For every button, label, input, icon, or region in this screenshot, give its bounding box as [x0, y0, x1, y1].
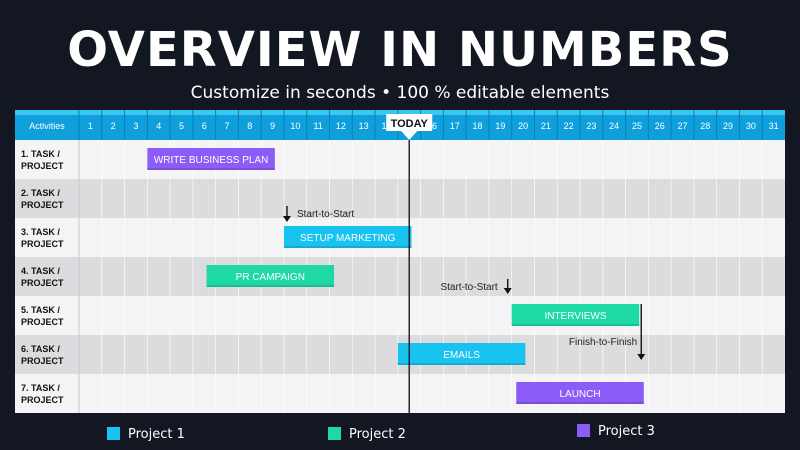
day-label-2: 2 [111, 121, 116, 131]
day-label-7: 7 [225, 121, 230, 131]
task-label: SETUP MARKETING [300, 233, 396, 244]
task-bar-shade [516, 402, 644, 404]
day-label-11: 11 [313, 121, 322, 131]
day-label-19: 19 [495, 121, 505, 131]
day-label-27: 27 [678, 121, 688, 131]
timeline-header-highlight [15, 110, 785, 115]
row-label-line1: 3. TASK / [21, 227, 60, 237]
row-label-line1: 2. TASK / [21, 188, 60, 198]
day-label-21: 21 [541, 121, 551, 131]
row-label-line1: 5. TASK / [21, 305, 60, 315]
row-label-line1: 7. TASK / [21, 383, 60, 393]
task-bar-shade [511, 324, 640, 326]
day-label-12: 12 [336, 121, 346, 131]
task-bar-shade [397, 363, 526, 365]
day-label-1: 1 [88, 121, 93, 131]
today-marker [386, 114, 433, 131]
day-label-18: 18 [473, 121, 483, 131]
legend-swatch-project-2 [328, 427, 341, 440]
task-label: PR CAMPAIGN [236, 272, 305, 283]
task-bar-shade [147, 168, 275, 170]
legend-label-project-2: Project 2 [349, 427, 406, 442]
row-label-line2: PROJECT [21, 317, 64, 327]
page-title: OVERVIEW IN NUMBERS [67, 22, 733, 78]
row-label-line1: 6. TASK / [21, 344, 60, 354]
legend-project-3: Project 3 [577, 424, 655, 439]
dependency-label-3: Finish-to-Finish [569, 337, 637, 348]
today-label: TODAY [391, 118, 429, 130]
day-label-13: 13 [359, 121, 369, 131]
page-subtitle: Customize in seconds • 100 % editable el… [190, 83, 610, 103]
row-label-line2: PROJECT [21, 200, 64, 210]
day-label-30: 30 [746, 121, 756, 131]
activities-header: Activities [29, 121, 65, 131]
day-label-22: 22 [564, 121, 574, 131]
row-label-line1: 4. TASK / [21, 266, 60, 276]
task-bar [516, 382, 644, 404]
day-label-9: 9 [270, 121, 275, 131]
day-label-31: 31 [769, 121, 779, 131]
day-label-6: 6 [202, 121, 207, 131]
task-label: WRITE BUSINESS PLAN [154, 155, 268, 166]
day-label-24: 24 [609, 121, 619, 131]
day-label-25: 25 [632, 121, 642, 131]
task-label: EMAILS [443, 350, 480, 361]
activity-row [15, 374, 785, 413]
activity-row [15, 257, 785, 296]
task-bar-shade [206, 285, 335, 287]
task-bar [511, 304, 640, 326]
row-label-line2: PROJECT [21, 239, 64, 249]
legend-label-project-3: Project 3 [598, 424, 655, 439]
task-label: LAUNCH [559, 389, 600, 400]
day-label-17: 17 [450, 121, 460, 131]
task-bar-shade [283, 246, 412, 248]
day-label-3: 3 [133, 121, 138, 131]
activity-row [15, 140, 785, 179]
day-label-5: 5 [179, 121, 184, 131]
day-label-26: 26 [655, 121, 665, 131]
task-label: INTERVIEWS [544, 311, 606, 322]
legend-swatch-project-1 [107, 427, 120, 440]
row-label-line2: PROJECT [21, 161, 64, 171]
day-label-4: 4 [156, 121, 161, 131]
dependency-label-2: Start-to-Start [440, 282, 497, 293]
dependency-arrow-1-head [282, 216, 291, 222]
task-bar [147, 148, 275, 170]
dependency-arrow-3-head [637, 354, 646, 360]
day-label-23: 23 [586, 121, 596, 131]
day-label-20: 20 [518, 121, 528, 131]
day-label-29: 29 [723, 121, 733, 131]
task-bar [283, 226, 412, 248]
day-label-10: 10 [290, 121, 300, 131]
row-label-line1: 1. TASK / [21, 149, 60, 159]
row-label-line2: PROJECT [21, 356, 64, 366]
row-label-line2: PROJECT [21, 395, 64, 405]
legend-swatch-project-3 [577, 424, 590, 437]
legend-label-project-1: Project 1 [128, 427, 185, 442]
task-bar [206, 265, 335, 287]
day-label-28: 28 [700, 121, 710, 131]
legend-project-1: Project 1 [107, 427, 185, 442]
dependency-label-1: Start-to-Start [297, 209, 354, 220]
legend-project-2: Project 2 [328, 427, 406, 442]
row-label-line2: PROJECT [21, 278, 64, 288]
day-label-8: 8 [247, 121, 252, 131]
today-marker-pointer [401, 131, 418, 140]
activity-row [15, 179, 785, 218]
dependency-arrow-2-head [503, 288, 512, 294]
activity-row [15, 296, 785, 335]
task-bar [397, 343, 526, 365]
